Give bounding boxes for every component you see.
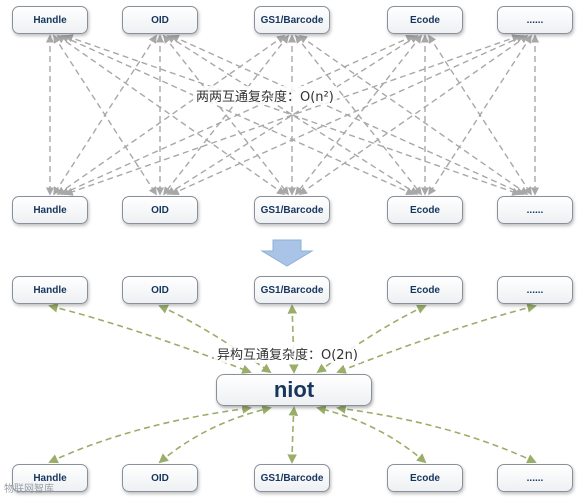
node-handle-top-b: Handle <box>12 276 88 304</box>
node-ecode-bottom-a: Ecode <box>387 196 463 224</box>
pairwise-arrow <box>298 35 529 195</box>
node-oid-top-b: OID <box>122 276 198 304</box>
node-gs1-barcode-top-b: GS1/Barcode <box>254 276 330 304</box>
node-handle-top-a: Handle <box>12 6 88 34</box>
node-label: Ecode <box>409 472 440 484</box>
node-ecode-bottom-b: Ecode <box>387 464 463 492</box>
node-oid-bottom-a: OID <box>122 196 198 224</box>
node-ellipsis-top-a: ...... <box>497 6 573 34</box>
node-label: OID <box>151 204 169 216</box>
node-label: ...... <box>526 14 544 26</box>
heterogeneous-complexity-label: 异构互通复杂度：O(2n) <box>214 344 361 363</box>
node-handle-bottom-b: Handle <box>12 464 88 492</box>
node-ecode-top-b: Ecode <box>387 276 463 304</box>
node-label: Handle <box>33 204 67 216</box>
node-ellipsis-bottom-b: ...... <box>497 464 573 492</box>
node-handle-bottom-a: Handle <box>12 196 88 224</box>
node-label: Ecode <box>409 284 440 296</box>
node-label: GS1/Barcode <box>260 204 324 216</box>
node-ecode-top-a: Ecode <box>387 6 463 34</box>
niot-arrow-bottom <box>158 405 272 464</box>
node-label: Handle <box>33 472 67 484</box>
pairwise-arrow <box>60 34 415 196</box>
node-ellipsis-bottom-a: ...... <box>497 196 573 224</box>
niot-arrow-bottom <box>316 405 427 464</box>
node-label: OID <box>151 14 169 26</box>
node-gs1-barcode-bottom-b: GS1/Barcode <box>254 464 330 492</box>
node-label: Handle <box>33 284 67 296</box>
node-label: Handle <box>33 14 67 26</box>
niot-arrow-bottom <box>48 404 252 464</box>
node-oid-bottom-b: OID <box>122 464 198 492</box>
niot-arrow-bottom <box>336 404 537 464</box>
node-label: Ecode <box>409 204 440 216</box>
niot-hub-node: niot <box>216 374 372 406</box>
node-label: Ecode <box>409 14 440 26</box>
node-label: GS1/Barcode <box>260 472 324 484</box>
niot-arrow-top <box>336 303 537 374</box>
node-label: GS1/Barcode <box>260 14 324 26</box>
niot-arrow-bottom <box>287 406 299 464</box>
node-label: ...... <box>526 204 544 216</box>
pairwise-complexity-label: 两两互通复杂度：O(n²) <box>193 86 337 105</box>
node-oid-top-a: OID <box>122 6 198 34</box>
watermark-text: 物联网智库 <box>4 484 54 495</box>
node-ellipsis-top-b: ...... <box>497 276 573 304</box>
node-label: GS1/Barcode <box>260 284 324 296</box>
node-label: OID <box>151 284 169 296</box>
niot-hub-label: niot <box>273 377 315 402</box>
pairwise-arrow <box>428 34 532 196</box>
node-gs1-barcode-bottom-a: GS1/Barcode <box>254 196 330 224</box>
node-gs1-barcode-top-a: GS1/Barcode <box>254 6 330 34</box>
node-label: OID <box>151 472 169 484</box>
niot-arrow-top <box>287 304 299 374</box>
node-label: ...... <box>526 472 544 484</box>
node-label: ...... <box>526 284 544 296</box>
pairwise-arrow <box>53 34 157 196</box>
transition-arrow-icon <box>260 239 314 267</box>
pairwise-connection-arrows <box>45 34 540 196</box>
